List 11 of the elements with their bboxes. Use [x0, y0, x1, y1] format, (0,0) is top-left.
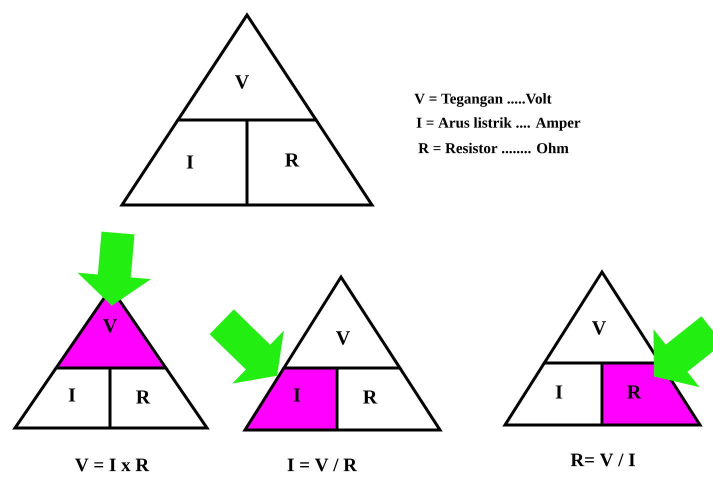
formula-text: V = I x R — [75, 458, 150, 472]
arrow — [210, 309, 284, 384]
legend-line: V = Tegangan .....Volt — [414, 93, 552, 107]
arrow — [654, 316, 713, 388]
legend-line: R = Resistor ........ Ohm — [418, 142, 569, 154]
triangle-section: R — [246, 118, 375, 206]
formula-text: I = V / R — [288, 458, 358, 472]
triangle-section: R — [336, 366, 443, 432]
triangle-section: R — [108, 366, 210, 430]
legend-line: I = Arus listrik .... Amper — [416, 117, 580, 131]
formula-text: R= V / I — [570, 454, 635, 466]
